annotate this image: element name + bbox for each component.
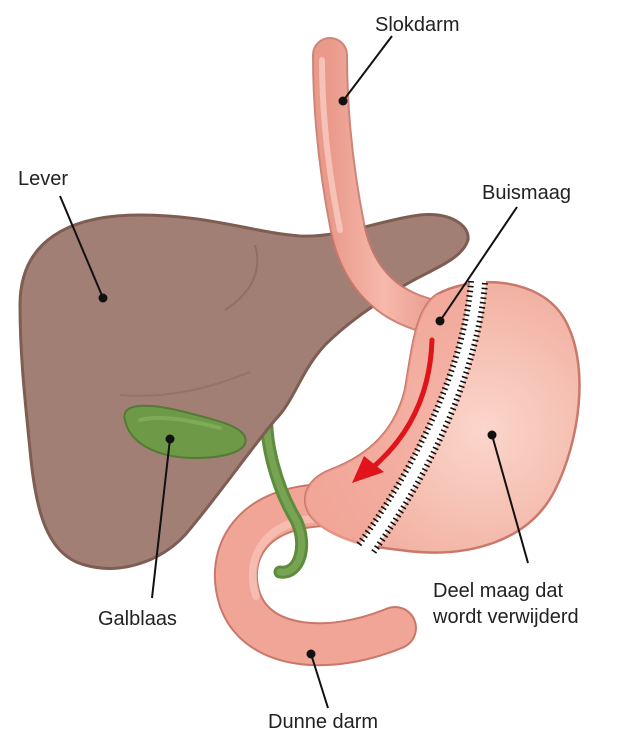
label-slokdarm: Slokdarm xyxy=(375,14,459,36)
leader-slokdarm xyxy=(343,36,392,101)
label-deel-maag-line2: wordt verwijderd xyxy=(433,604,579,630)
label-lever: Lever xyxy=(18,168,68,190)
label-dunne-darm: Dunne darm xyxy=(268,711,378,733)
label-buismaag: Buismaag xyxy=(482,182,571,204)
label-galblaas: Galblaas xyxy=(98,608,177,630)
label-deel-maag-line1: Deel maag dat xyxy=(433,578,579,604)
label-deel-maag: Deel maag dat wordt verwijderd xyxy=(433,578,579,630)
